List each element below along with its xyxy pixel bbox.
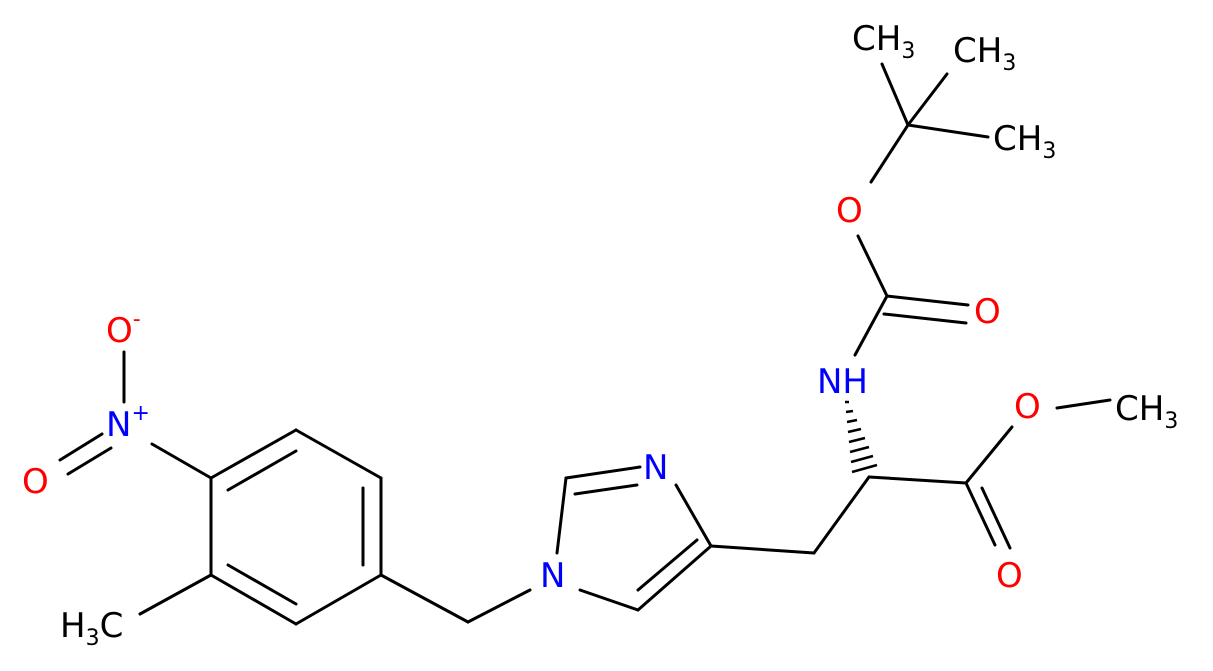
bonds bbox=[58, 62, 1112, 626]
bond-ar-methyl bbox=[138, 573, 213, 616]
bond-carbamate-c-o-2 bbox=[882, 312, 968, 325]
bond-ar6 bbox=[294, 573, 383, 626]
bond-ester-c-o bbox=[964, 425, 1014, 485]
bond-ar3-inner bbox=[226, 449, 298, 492]
bond-n3-c2-2 bbox=[573, 483, 639, 496]
bond-ar2 bbox=[294, 428, 383, 480]
atom-n-imidazole-top: N bbox=[643, 448, 668, 488]
atom-nh: NH bbox=[817, 362, 868, 402]
atom-ch3-top-left: CH3 bbox=[852, 19, 915, 64]
bond-c5-c4-2 bbox=[636, 538, 699, 592]
atom-ch3-right: CH3 bbox=[993, 119, 1056, 164]
bond-c4-n3 bbox=[674, 483, 713, 548]
atom-n-imidazole-bottom: N bbox=[540, 556, 565, 596]
bond-ester-c-o-double-1 bbox=[964, 481, 997, 547]
bond-c2-n1 bbox=[555, 476, 568, 555]
atom-o-boc: O bbox=[836, 191, 863, 231]
atom-ch3-top-right: CH3 bbox=[953, 31, 1016, 76]
bond-n-o-double-2 bbox=[66, 446, 113, 476]
bond-ch2-imidazole bbox=[709, 544, 816, 555]
hashed-wedge bbox=[845, 400, 878, 474]
bond-n1-ch2 bbox=[466, 588, 532, 624]
bond-ar-nitro bbox=[150, 442, 213, 480]
bond-ar5 bbox=[209, 573, 298, 626]
bond-carbamate-c-o-1 bbox=[885, 294, 970, 307]
atom-o-carbonyl-boc: O bbox=[974, 292, 1001, 332]
atom-o-nitro-minus: O- bbox=[106, 307, 141, 351]
bond-n-o-double-1 bbox=[58, 432, 104, 462]
atom-labels: CH3 CH3 CH3 O O NH O CH3 O N N N+ O- O H… bbox=[22, 19, 1178, 651]
bond-alpha-ch2 bbox=[812, 475, 871, 555]
bond-carbamate-c-nh bbox=[853, 294, 889, 357]
bond-tbu-ch3-top-left bbox=[880, 62, 910, 127]
atom-ch3-ester: CH3 bbox=[1115, 389, 1178, 434]
bond-tbu-ch3-right bbox=[906, 123, 990, 139]
atom-ch3-aryl: H3C bbox=[60, 606, 123, 651]
bond-ch2-aryl bbox=[379, 573, 470, 624]
bond-o-carbonyl-c bbox=[856, 234, 889, 298]
bond-n3-c2-1 bbox=[564, 465, 642, 480]
atom-o-ester: O bbox=[1014, 387, 1041, 427]
atom-n-nitro: N+ bbox=[106, 401, 150, 445]
atom-o-nitro: O bbox=[22, 462, 49, 502]
bond-n1-c5 bbox=[578, 588, 640, 612]
atom-o-carbonyl-ester: O bbox=[996, 556, 1023, 596]
bond-ester-c-o-double-2 bbox=[980, 486, 1012, 550]
bond-c5-c4-1 bbox=[636, 544, 713, 612]
bond-o-methyl bbox=[1055, 398, 1112, 410]
bond-ar5-inner bbox=[226, 563, 298, 606]
bond-tbu-o bbox=[869, 123, 910, 184]
bond-tbu-ch3-top-right bbox=[906, 72, 949, 127]
bond-alpha-ester-c bbox=[867, 475, 968, 485]
bond-ar3 bbox=[209, 428, 298, 480]
